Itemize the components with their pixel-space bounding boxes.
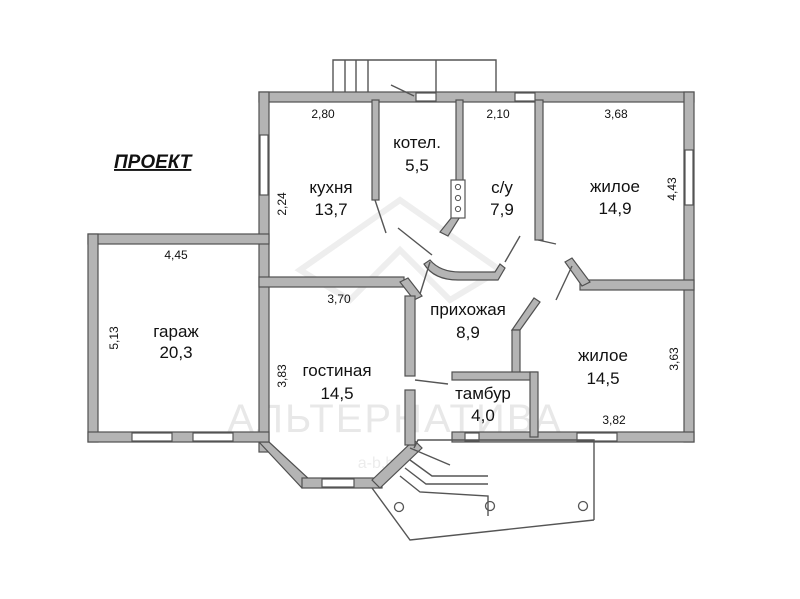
dim-living-depth: 3,83 xyxy=(275,364,289,388)
windows xyxy=(259,92,694,488)
room-labels: кухня 13,7 котел. 5,5 с/у 7,9 жилое 14,9… xyxy=(153,133,640,425)
room-area-kitchen: 13,7 xyxy=(314,200,347,219)
dim-garage-width: 4,45 xyxy=(164,248,188,262)
room-name-boiler: котел. xyxy=(393,133,441,152)
dim-bedroom2-width: 3,82 xyxy=(602,413,626,427)
dim-bedroom1-depth: 4,43 xyxy=(665,177,679,201)
room-area-living: 14,5 xyxy=(320,384,353,403)
room-name-hall: прихожая xyxy=(430,300,506,319)
room-name-vestibule: тамбур xyxy=(455,384,511,403)
dimension-labels: 2,80 2,10 3,68 4,45 3,70 3,82 2,24 4,43 … xyxy=(107,107,681,427)
garage-walls xyxy=(87,233,270,443)
room-name-kitchen: кухня xyxy=(309,178,352,197)
dim-bathroom-width: 2,10 xyxy=(486,107,510,121)
exterior-walls xyxy=(257,91,695,489)
project-label: ПРОЕКТ xyxy=(114,152,193,173)
room-area-bathroom: 7,9 xyxy=(490,200,514,219)
room-name-bedroom1: жилое xyxy=(590,177,640,196)
dim-living-width: 3,70 xyxy=(327,292,351,306)
room-name-garage: гараж xyxy=(153,322,199,341)
room-name-bathroom: с/у xyxy=(491,178,513,197)
doors xyxy=(374,84,573,466)
dim-bedroom1-width: 3,68 xyxy=(604,107,628,121)
dim-bedroom2-depth: 3,63 xyxy=(667,347,681,371)
room-area-vestibule: 4,0 xyxy=(471,406,495,425)
room-name-living: гостиная xyxy=(302,361,371,380)
dim-kitchen-depth: 2,24 xyxy=(275,192,289,216)
room-area-hall: 8,9 xyxy=(456,323,480,342)
boiler-vent xyxy=(450,179,466,219)
room-area-bedroom2: 14,5 xyxy=(586,369,619,388)
room-area-garage: 20,3 xyxy=(159,343,192,362)
rear-steps xyxy=(332,59,497,93)
front-steps xyxy=(371,439,595,541)
room-area-boiler: 5,5 xyxy=(405,156,429,175)
dim-kitchen-width: 2,80 xyxy=(311,107,335,121)
room-name-bedroom2: жилое xyxy=(578,346,628,365)
dim-garage-depth: 5,13 xyxy=(107,326,121,350)
room-area-bedroom1: 14,9 xyxy=(598,199,631,218)
